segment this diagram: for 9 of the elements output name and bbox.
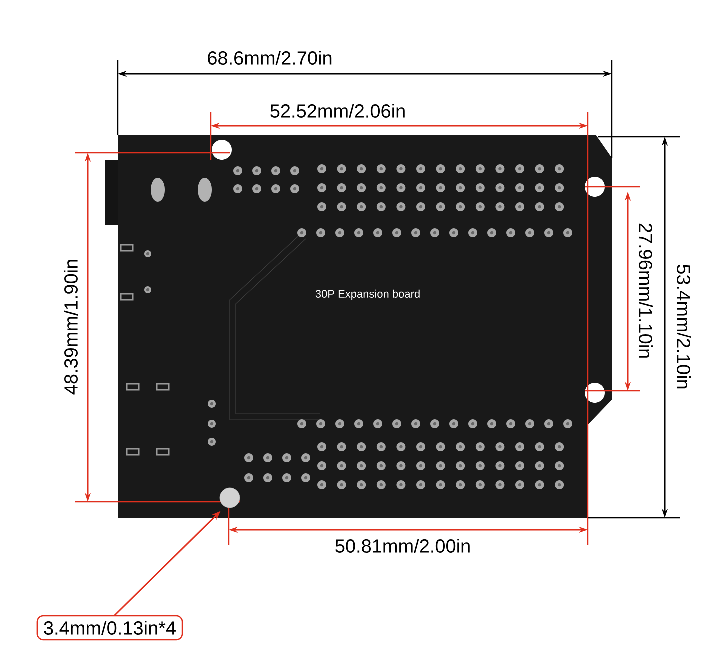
dimension-label: 68.6mm/2.70in (208, 51, 332, 65)
callout-box: 3.4mm/0.13in*4 (36, 615, 184, 641)
dimension-label: 27.96mm/1.10in (639, 224, 653, 358)
board-label: 30P Expansion board (316, 290, 420, 300)
dimension-label: 53.4mm/2.10in (677, 264, 691, 389)
dimension-label: 50.81mm/2.00in (336, 539, 470, 553)
dimension-label: 48.39mm/1.90in (64, 260, 78, 395)
mounting-hole (220, 488, 240, 508)
dimension-label: 52.52mm/2.06in (270, 104, 405, 118)
